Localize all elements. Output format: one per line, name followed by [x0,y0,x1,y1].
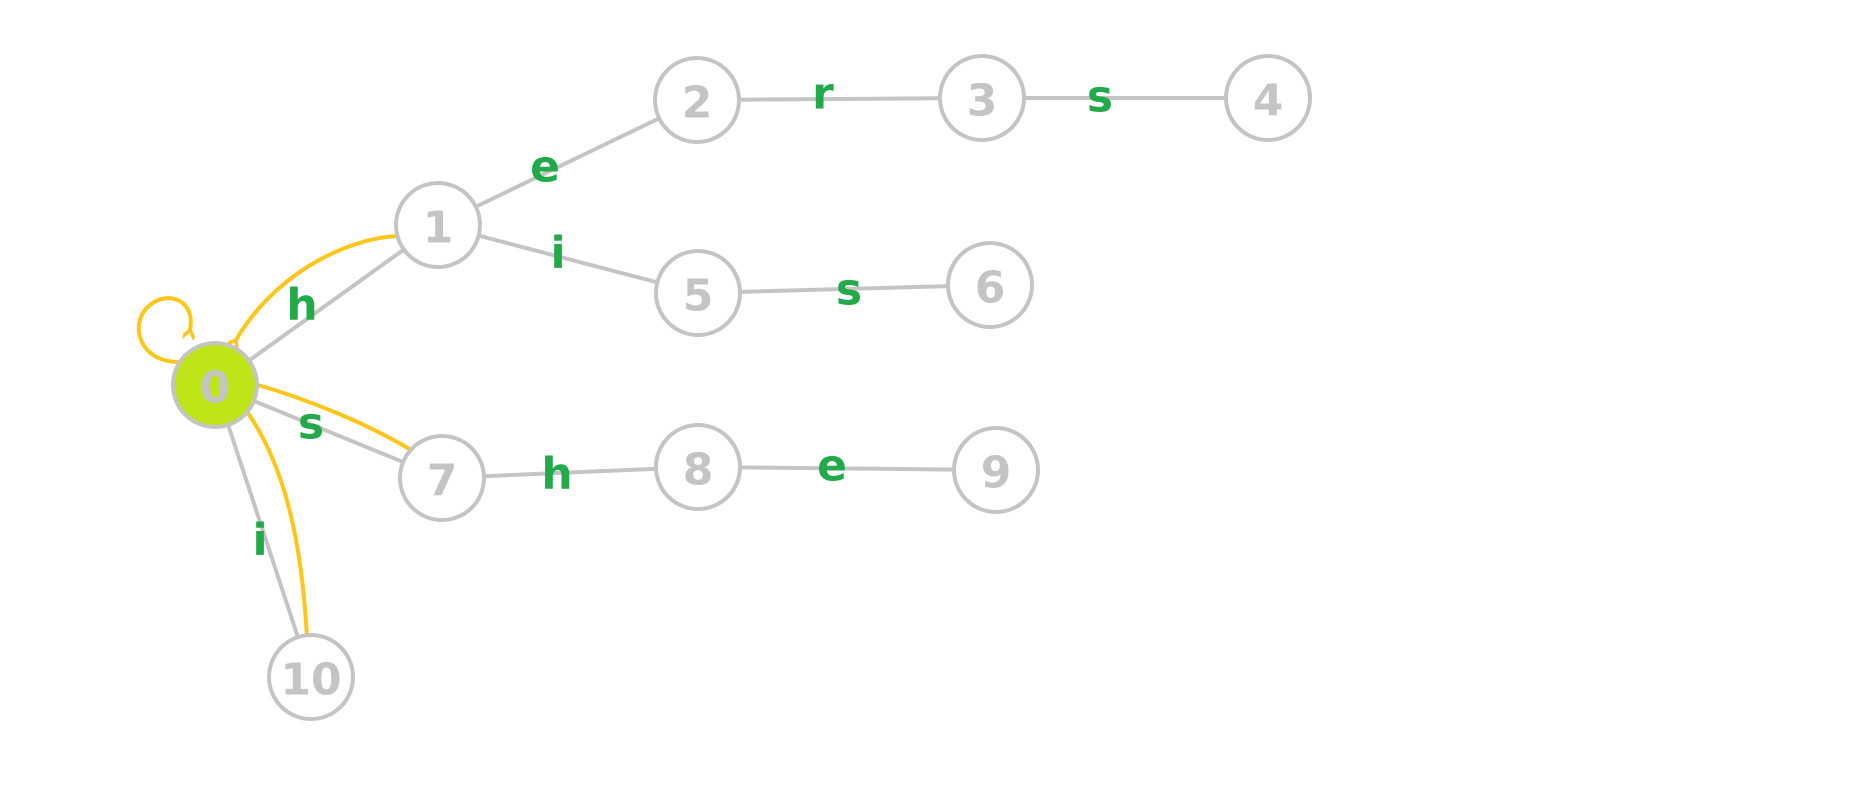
node-label-1: 1 [423,203,454,254]
edge-label-8-9: e [817,441,847,492]
node-6[interactable]: 6 [946,241,1034,329]
edge-0-7 [253,399,404,464]
node-circle-9 [952,426,1040,514]
edge-label-2-3: r [812,69,834,120]
node-circle-10 [267,633,355,721]
node-circle-6 [946,241,1034,329]
edge-label-1-5: i [550,228,565,279]
node-circle-8 [654,423,742,511]
nodes-layer: 0 1 2 3 4 5 6 7 8 9 10 [171,54,1312,721]
edge-label-3-4: s [1087,72,1113,123]
node-label-10: 10 [280,655,341,706]
edge-label-5-6: s [836,265,862,316]
edge-2-3 [738,96,941,102]
edge-1-2 [474,116,661,209]
edge-0-1 [247,247,406,363]
node-1[interactable]: 1 [394,181,482,269]
node-label-2: 2 [682,78,713,129]
edge-0-10 [226,424,300,638]
node-label-6: 6 [975,263,1006,314]
node-label-3: 3 [967,76,998,127]
node-10[interactable]: 10 [267,633,355,721]
edge-label-7-8: h [541,449,572,500]
fail-link-10-0 [246,410,309,639]
node-7[interactable]: 7 [398,434,486,522]
node-label-8: 8 [683,445,714,496]
node-label-9: 9 [981,448,1012,499]
node-8[interactable]: 8 [654,423,742,511]
edge-7-8 [483,466,657,479]
node-3[interactable]: 3 [938,54,1026,142]
node-circle-7 [398,434,486,522]
edges-layer [226,96,1226,638]
node-circle-4 [1224,54,1312,142]
node-circle-5 [654,249,742,337]
node-circle-0 [171,341,259,429]
node-4[interactable]: 4 [1224,54,1312,142]
edge-8-9 [739,465,955,472]
node-circle-1 [394,181,482,269]
fail-link-0-0 [136,296,191,365]
edge-5-6 [739,284,949,294]
edge-label-1-2: e [530,142,560,193]
fail-links-layer [136,234,413,639]
fail-link-1-0 [236,234,398,340]
node-label-4: 4 [1253,76,1284,127]
node-2[interactable]: 2 [653,56,741,144]
node-0[interactable]: 0 [171,341,259,429]
node-label-5: 5 [683,271,714,322]
node-circle-2 [653,56,741,144]
node-5[interactable]: 5 [654,249,742,337]
fail-link-7-0 [258,385,413,452]
edge-label-0-1: h [286,280,317,331]
node-label-0: 0 [200,363,231,414]
node-circle-3 [938,54,1026,142]
edge-1-5 [478,233,658,285]
node-label-7: 7 [427,456,458,507]
edge-label-0-7: s [298,399,324,450]
node-9[interactable]: 9 [952,426,1040,514]
edge-label-0-10: i [252,515,267,566]
